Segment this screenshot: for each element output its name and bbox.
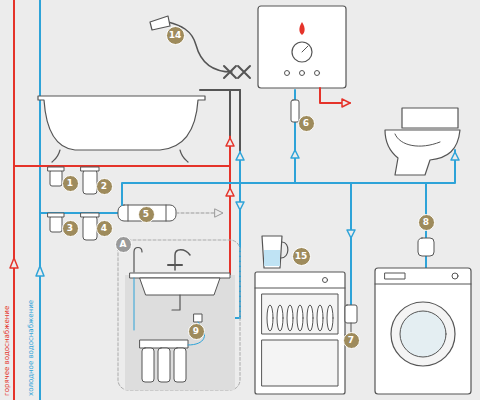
plate (307, 305, 313, 331)
plate (287, 305, 293, 331)
callout-number: 7 (343, 332, 360, 349)
plate (267, 305, 273, 331)
callout-number: 2 (96, 178, 113, 195)
supply-label: холодное водоснабжение (27, 300, 36, 396)
callout-text: 2 (101, 182, 107, 191)
callout-number: 5 (138, 206, 155, 223)
callout-number: 14 (166, 26, 185, 45)
callout-text: 5 (143, 210, 149, 219)
callout-text: 15 (295, 252, 308, 261)
callout-number: 6 (298, 115, 315, 132)
plate (317, 305, 323, 331)
plate (327, 305, 333, 331)
callout-text: 4 (101, 224, 107, 233)
callout-number: 4 (96, 220, 113, 237)
plate (277, 305, 283, 331)
plate (297, 305, 303, 331)
callout-number: 8 (418, 214, 435, 231)
callout-text: 14 (169, 31, 182, 40)
callout-number: 3 (62, 220, 79, 237)
callout-text: 8 (423, 218, 429, 227)
callout-text: 7 (348, 336, 354, 345)
callout-text: 9 (193, 327, 199, 336)
callout-text: 6 (303, 119, 309, 128)
callout-text: 1 (67, 179, 73, 188)
supply-label: горячее водоснабжение (3, 306, 12, 396)
callout-text: A (120, 240, 127, 249)
callout-number: 9 (188, 323, 205, 340)
callout-number: 15 (292, 247, 311, 266)
callout-number: 1 (62, 175, 79, 192)
section-letter: A (115, 236, 132, 253)
callout-text: 3 (67, 224, 73, 233)
